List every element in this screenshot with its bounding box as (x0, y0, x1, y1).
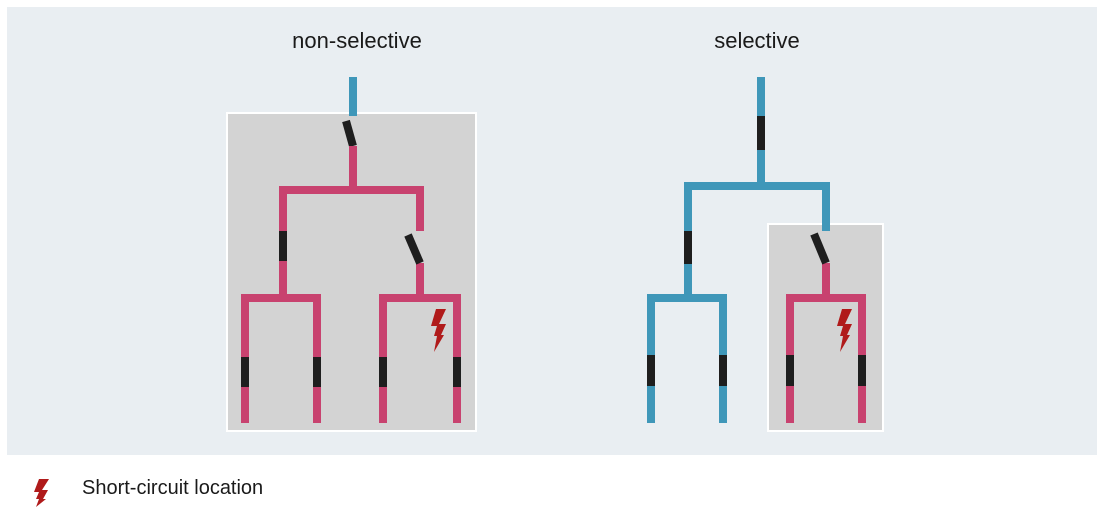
selective-affected-lines (786, 263, 866, 423)
non-selective-fault-icon (431, 309, 446, 352)
non-selective-title: non-selective (292, 28, 422, 53)
non-selective-affected-lines (241, 146, 461, 423)
diagram-panel (7, 7, 1097, 455)
selective-diagram (647, 77, 884, 432)
selective-title: selective (714, 28, 800, 53)
selective-unaffected-lines (647, 77, 830, 423)
non-selective-breakers (241, 231, 461, 387)
selective-fault-icon (837, 309, 852, 352)
non-selective-diagram (226, 77, 477, 432)
lightning-bolt-icon (34, 479, 49, 507)
legend-label: Short-circuit location (82, 477, 264, 499)
non-selective-main-breaker-open (342, 119, 357, 148)
selective-closed-breakers (647, 116, 765, 386)
selective-affected-breakers (786, 232, 866, 386)
